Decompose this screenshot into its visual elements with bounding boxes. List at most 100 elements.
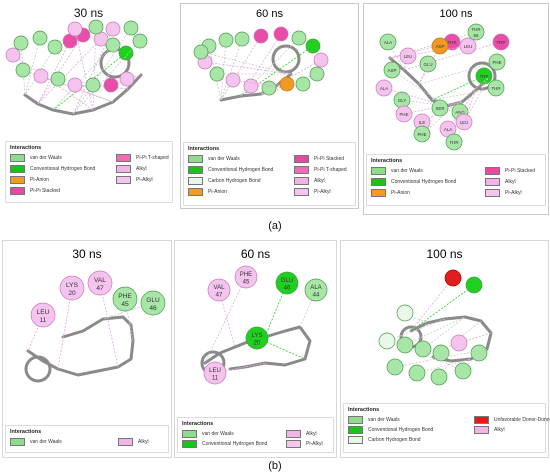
residue-node: TRP: [492, 33, 510, 51]
legend-swatch: [474, 426, 489, 434]
legend-label: Pi-Alkyl: [314, 189, 331, 195]
legend-item: Alkyl: [286, 430, 317, 438]
residue-label: ALA: [384, 40, 392, 45]
interaction-line: [52, 44, 114, 111]
residue-node: GLY: [393, 91, 411, 109]
legend-item: Pi-Alkyl: [116, 176, 153, 184]
panel-caption: (b): [268, 460, 282, 472]
interaction-line: [404, 316, 466, 346]
interaction-line: [40, 75, 114, 103]
residue-label: VAL: [94, 277, 106, 284]
interaction-line: [422, 316, 466, 350]
legend-swatch: [188, 177, 203, 185]
legend-title: Interactions: [188, 146, 220, 152]
legend-label: Alkyl: [138, 439, 149, 445]
legend-label: Alkyl: [494, 427, 505, 433]
panel-caption: (a): [268, 220, 282, 232]
residue-label: THR: [471, 27, 480, 32]
legend-title: Interactions: [10, 145, 42, 151]
residue-label: ASP: [436, 44, 445, 49]
residue-label: GLU: [146, 297, 160, 304]
interaction-line: [208, 45, 222, 101]
interaction-line: [200, 51, 292, 75]
residue-node: [295, 76, 311, 92]
legend-label: Pi-Alkyl: [136, 177, 153, 183]
residue-node: [123, 20, 139, 36]
legend-item: Alkyl: [118, 438, 149, 446]
legend-item: van der Waals: [10, 154, 62, 162]
interaction-line: [37, 38, 102, 105]
legend-label: van der Waals: [202, 431, 234, 437]
residue-node: LEU: [399, 47, 417, 65]
residue-label: LEU: [404, 54, 413, 59]
interaction-line: [410, 277, 454, 332]
legend-swatch: [10, 438, 25, 446]
legend-swatch: [485, 167, 500, 175]
residue-node: [253, 28, 269, 44]
interaction-line: [220, 39, 227, 101]
legend-item: van der Waals: [188, 155, 240, 163]
legend-item: Conventional Hydrogen Bond: [182, 440, 267, 448]
residue-label: ARG: [455, 110, 465, 115]
legend-label: van der Waals: [30, 155, 62, 161]
residue-node: [50, 71, 66, 87]
residue-number: 45: [243, 280, 250, 286]
legend-label: Pi-Anion: [391, 190, 410, 196]
legend-item: Pi-Anion: [10, 176, 49, 184]
interaction-line: [394, 348, 488, 368]
residue-label: TRP: [480, 74, 489, 79]
legend-swatch: [294, 166, 309, 174]
residue-label: LYS: [66, 282, 79, 289]
residue-label: LEU: [37, 309, 50, 316]
legend-label: Pi-Pi T-shaped: [314, 167, 347, 173]
residue-node: [218, 32, 234, 48]
legend-item: Conventional Hydrogen Bond: [10, 165, 95, 173]
interaction-line: [24, 37, 41, 96]
legend-item: Carbon Hydrogen Bond: [188, 177, 261, 185]
legend-swatch: [118, 438, 133, 446]
legend-swatch: [182, 430, 197, 438]
legend-item: Alkyl: [294, 177, 325, 185]
legend-swatch: [371, 178, 386, 186]
card-title: 60 ns: [256, 8, 283, 20]
legend-label: Pi-Pi T-shaped: [136, 155, 169, 161]
residue-label: GLU: [281, 278, 293, 284]
residue-node: [444, 269, 462, 287]
residue-node: [105, 21, 121, 37]
legend-item: Pi-Alkyl: [485, 189, 522, 197]
legend-item: Alkyl: [474, 426, 505, 434]
residue-number: 46: [284, 286, 291, 292]
card-title: 60 ns: [240, 247, 271, 261]
residue-node: [378, 332, 396, 350]
legend-item: Pi-Pi Stacked: [485, 167, 535, 175]
legend-item: van der Waals: [371, 167, 423, 175]
legend-swatch: [371, 167, 386, 175]
residue-number: 11: [212, 376, 219, 382]
ligand-structure: [409, 315, 493, 363]
residue-node: LEU: [459, 37, 477, 55]
legend-item: Conventional Hydrogen Bond: [371, 178, 456, 186]
residue-node: [5, 47, 21, 63]
residue-node: [450, 334, 468, 352]
legend-label: Carbon Hydrogen Bond: [368, 437, 421, 443]
interaction-diagram: THR55THRLEUTRPALALEUGLUASPPHETRPTHRASPGL…: [375, 23, 510, 151]
interaction-line: [99, 282, 119, 368]
legend-item: Pi-Alkyl: [294, 188, 331, 196]
legend-swatch: [474, 416, 489, 424]
residue-node: [132, 33, 148, 49]
legend-item: Pi-Pi T-shaped: [294, 166, 347, 174]
residue-label: SER: [435, 106, 444, 111]
residue-label: VAL: [214, 285, 226, 291]
residue-label: ASP: [388, 68, 397, 73]
residue-node: [234, 31, 250, 47]
interaction-line: [389, 45, 469, 59]
residue-number: 20: [254, 341, 261, 347]
